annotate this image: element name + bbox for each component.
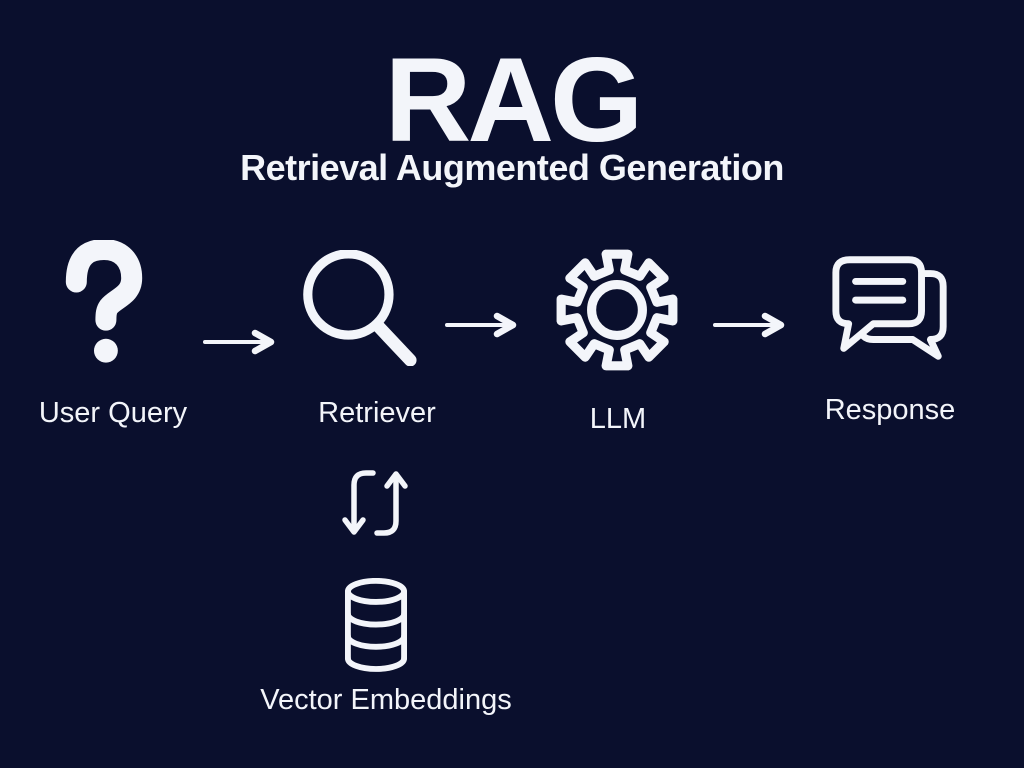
step-label-user-query: User Query [38, 397, 188, 429]
question-mark-icon [58, 240, 150, 366]
gear-icon [552, 245, 682, 375]
datastore-label: Vector Embeddings [260, 684, 512, 716]
right-arrow-icon [445, 312, 523, 338]
step-label-retriever: Retriever [318, 397, 436, 429]
right-arrow-icon [203, 329, 281, 355]
sync-arrows-icon [341, 463, 409, 543]
step-label-response: Response [824, 394, 956, 426]
magnifying-glass-icon [302, 250, 418, 366]
page-title: RAG [384, 33, 644, 167]
right-arrow-icon [713, 312, 791, 338]
database-cylinder-icon [337, 578, 415, 675]
chat-bubbles-icon [822, 244, 960, 372]
page-subtitle: Retrieval Augmented Generation [240, 147, 784, 188]
step-label-llm: LLM [589, 403, 647, 435]
